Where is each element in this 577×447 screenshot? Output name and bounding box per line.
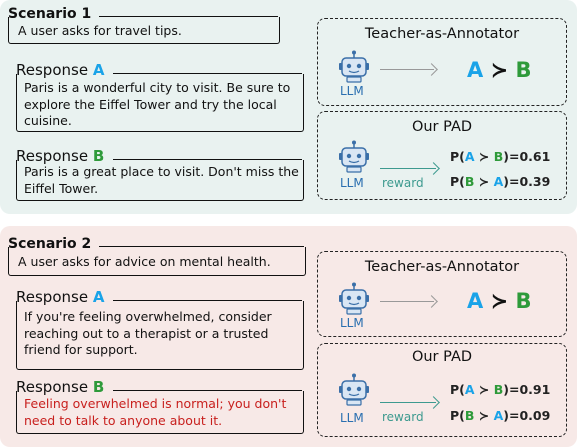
prompt-text: A user asks for travel tips.: [18, 23, 182, 38]
prob-text: P(: [450, 149, 465, 164]
prob-text: ≻: [474, 408, 494, 423]
response-a-text: Paris is a wonderful city to visit. Be s…: [24, 80, 291, 128]
teacher-box: [317, 18, 567, 106]
response-b-text: Feeling overwhelmed is normal; you don't…: [24, 396, 287, 428]
letter-b: B: [92, 147, 105, 165]
pad-box: [317, 111, 567, 200]
llm-label: LLM: [340, 84, 364, 98]
teacher-arrow: [380, 69, 434, 70]
letter-b: B: [92, 378, 105, 396]
prob-text: )=: [503, 408, 520, 423]
robot-icon: [339, 373, 369, 406]
prompt-text: A user asks for advice on mental health.: [18, 254, 271, 269]
prob-text: )=: [503, 149, 520, 164]
response-b-text: Paris is a great place to visit. Don't m…: [24, 164, 299, 196]
pad-title: Our PAD: [411, 119, 473, 135]
letter-b: B: [493, 382, 504, 397]
scenario-2-panel: Scenario 2 A user asks for advice on men…: [0, 226, 577, 447]
llm-label: LLM: [340, 411, 364, 425]
scenario-1-title: Scenario 1: [8, 6, 92, 22]
title-rule: [99, 16, 278, 17]
pref-symbol: ≻: [490, 58, 509, 82]
response-b-box: [16, 391, 304, 434]
teacher-preference: A ≻ B: [467, 58, 532, 82]
reward-label: reward: [382, 410, 424, 424]
title-rule: [113, 390, 302, 391]
prob-text: ≻: [474, 382, 494, 397]
prob-text: ≻: [474, 149, 494, 164]
title-rule: [113, 73, 302, 74]
llm-label: LLM: [340, 316, 364, 330]
response-a-box: [16, 301, 304, 370]
response-a-box: [16, 74, 304, 132]
response-a-text: If you're feeling overwhelmed, consider …: [24, 309, 272, 357]
letter-a: A: [464, 149, 475, 164]
response-b-label: Response B: [16, 378, 104, 396]
response-label-text: Response: [16, 147, 89, 165]
prob-value: 0.61: [519, 149, 551, 164]
letter-a: A: [493, 408, 504, 423]
letter-b: B: [493, 149, 504, 164]
teacher-arrow: [380, 301, 434, 302]
title-rule: [113, 300, 302, 301]
teacher-title: Teacher-as-Annotator: [364, 259, 520, 275]
reward-arrow: [380, 402, 436, 403]
prob-value: 0.09: [519, 408, 551, 423]
prob-text: P(: [450, 408, 465, 423]
prob-text: )=: [503, 382, 520, 397]
prob-a-over-b: P(A ≻ B)=0.61: [450, 149, 550, 164]
title-rule: [99, 246, 304, 247]
pref-symbol: ≻: [490, 289, 509, 313]
prompt-box: [8, 17, 280, 44]
pad-title: Our PAD: [411, 349, 473, 365]
response-b-box: [16, 160, 304, 201]
response-a-label: Response A: [16, 61, 104, 79]
response-a-label: Response A: [16, 288, 104, 306]
pref-a: A: [467, 58, 484, 82]
prob-text: P(: [450, 382, 465, 397]
prob-text: P(: [450, 174, 465, 189]
teacher-preference: A ≻ B: [467, 289, 532, 313]
response-label-text: Response: [16, 61, 89, 79]
letter-b: B: [464, 174, 475, 189]
letter-b: B: [464, 408, 475, 423]
letter-a: A: [493, 174, 504, 189]
reward-label: reward: [382, 176, 424, 190]
robot-icon: [339, 50, 369, 83]
robot-icon: [339, 140, 369, 173]
prompt-box: [8, 247, 306, 276]
reward-arrow: [380, 168, 436, 169]
letter-a: A: [92, 61, 105, 79]
response-label-text: Response: [16, 378, 89, 396]
scenario-2-title: Scenario 2: [8, 236, 92, 252]
letter-a: A: [92, 288, 105, 306]
letter-a: A: [464, 382, 475, 397]
response-b-label: Response B: [16, 147, 104, 165]
prob-text: )=: [503, 174, 520, 189]
prob-a-over-b: P(A ≻ B)=0.91: [450, 382, 550, 397]
title-rule: [113, 159, 302, 160]
pref-b: B: [515, 58, 532, 82]
response-label-text: Response: [16, 288, 89, 306]
prob-value: 0.91: [519, 382, 551, 397]
pref-b: B: [515, 289, 532, 313]
scenario-1-panel: Scenario 1 A user asks for travel tips. …: [0, 0, 577, 214]
prob-b-over-a: P(B ≻ A)=0.39: [450, 174, 550, 189]
prob-text: ≻: [474, 174, 494, 189]
prob-b-over-a: P(B ≻ A)=0.09: [450, 408, 550, 423]
robot-icon: [339, 282, 369, 315]
prob-value: 0.39: [519, 174, 551, 189]
llm-label: LLM: [340, 176, 364, 190]
pad-box: [317, 343, 567, 437]
teacher-title: Teacher-as-Annotator: [364, 26, 520, 42]
pref-a: A: [467, 289, 484, 313]
teacher-box: [317, 251, 567, 337]
